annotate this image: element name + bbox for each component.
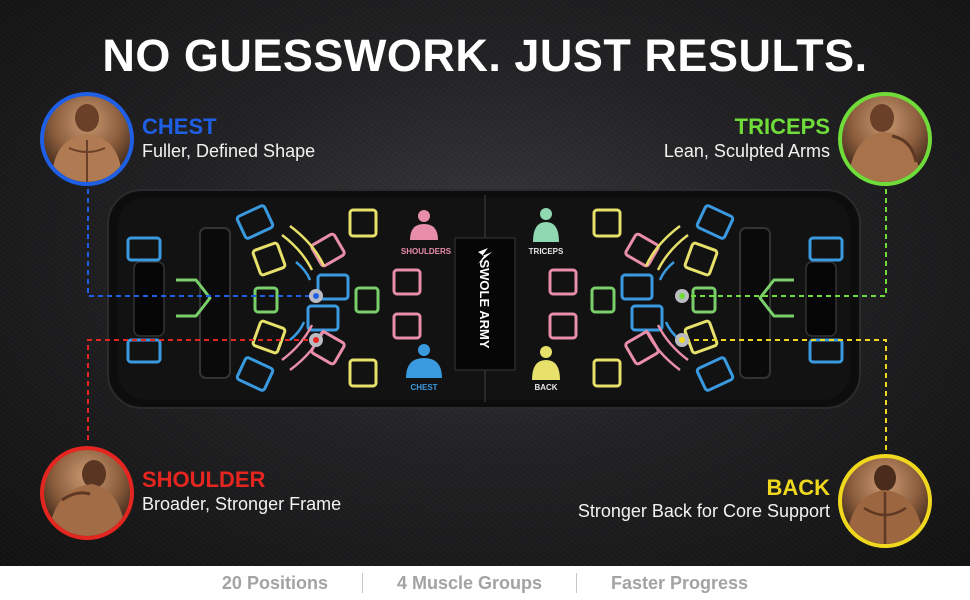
triceps-title: TRICEPS <box>734 114 830 139</box>
feature-progress: Faster Progress <box>611 572 749 593</box>
chest-title: CHEST <box>142 114 217 139</box>
footer-divider <box>576 573 577 593</box>
brand-logo-icon <box>478 248 492 264</box>
back-figure-icon <box>532 346 560 380</box>
back-description: Stronger Back for Core Support <box>577 501 830 521</box>
board-label-chest: CHEST <box>410 383 437 392</box>
headline: NO GUESSWORK. JUST RESULTS. <box>102 30 868 81</box>
footer-divider <box>361 573 363 593</box>
shoulders-figure-icon <box>410 210 438 240</box>
board-label-shoulders: SHOULDERS <box>401 247 452 256</box>
brand-name: SWOLE ARMY <box>477 259 492 348</box>
hero-banner: NO GUESSWORK. JUST RESULTS. <box>0 0 970 566</box>
shoulder-portrait-image <box>40 446 134 540</box>
triceps-description: Lean, Sculpted Arms <box>663 141 830 161</box>
triceps-portrait-image <box>838 92 932 186</box>
chest-description: Fuller, Defined Shape <box>142 141 316 161</box>
chest-figure-icon <box>406 344 442 378</box>
feature-footer: 20 Positions 4 Muscle Groups Faster Prog… <box>0 566 970 600</box>
chest-portrait-image <box>40 92 134 186</box>
board-label-triceps: TRICEPS <box>529 247 564 256</box>
back-portrait-image <box>838 454 932 548</box>
shoulder-title: SHOULDER <box>142 467 266 492</box>
back-title: BACK <box>766 475 830 500</box>
triceps-figure-icon <box>533 208 559 242</box>
feature-muscle-groups: 4 Muscle Groups <box>396 572 542 593</box>
shoulder-description: Broader, Stronger Frame <box>142 494 342 514</box>
pushup-board-graphic: SHOULDERS TRICEPS CHEST BACK SWOLE ARMY <box>87 180 887 450</box>
board-label-back: BACK <box>534 383 557 392</box>
feature-positions: 20 Positions <box>221 572 328 593</box>
